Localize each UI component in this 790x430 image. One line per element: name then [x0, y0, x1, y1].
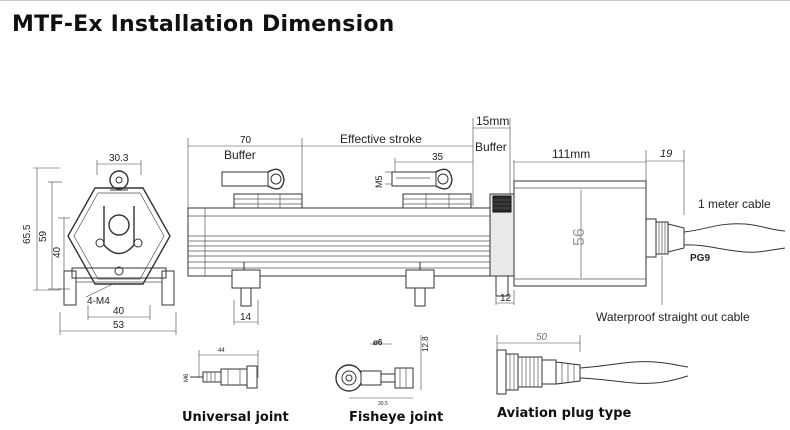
page-title: MTF-Ex Installation Dimension [12, 12, 395, 37]
dim-70: 70 [240, 135, 252, 146]
top-roller [109, 170, 129, 190]
dim-phi6: ø6 [373, 338, 383, 347]
dim-65-5: 65.5 [22, 224, 33, 244]
label-1-meter-cable: 1 meter cable [698, 197, 771, 211]
dim-m5: M5 [374, 175, 384, 188]
label-buffer-left: Buffer [224, 148, 256, 162]
dim-30-3: 30.3 [109, 153, 129, 164]
dim-12: 12 [500, 293, 512, 304]
dim-59: 59 [38, 230, 49, 242]
end-view: 30.3 65.5 59 40 4-M4 [22, 153, 177, 335]
dim-m6-small: M6 [184, 373, 190, 382]
caption-aviation-plug: Aviation plug type [497, 406, 632, 421]
dim-19: 19 [660, 148, 672, 160]
electronics-head [513, 180, 647, 287]
fisheye-joint: ø6 12.8 30.5 Fisheye joint [335, 335, 443, 425]
side-view: 70 Buffer Effective stroke 15mm Buffer 3… [187, 114, 786, 325]
dim-44: 44 [218, 348, 225, 354]
dim-14: 14 [240, 312, 252, 323]
dim-15mm: 15mm [476, 114, 509, 128]
dim-40-vertical: 40 [52, 246, 63, 258]
label-effective-stroke: Effective stroke [340, 132, 422, 146]
label-waterproof-cable: Waterproof straight out cable [596, 310, 750, 324]
label-buffer-right: Buffer [475, 140, 507, 154]
dim-12-8: 12.8 [421, 336, 430, 352]
main-extrusion [187, 207, 514, 277]
dim-30-5: 30.5 [378, 401, 388, 407]
label-pg9: PG9 [690, 253, 710, 264]
dim-53: 53 [113, 320, 125, 331]
dim-35: 35 [432, 152, 444, 163]
dim-56: 56 [571, 228, 588, 246]
dim-111mm: 111mm [552, 147, 590, 161]
end-view-body [67, 187, 171, 285]
top-border-line [0, 0, 790, 1]
universal-joint: 44 M6 Universal joint [182, 348, 289, 425]
aviation-plug: 50 Aviation plug type [496, 332, 689, 421]
dim-4-m4: 4-M4 [87, 296, 110, 307]
caption-universal-joint: Universal joint [182, 410, 289, 425]
dim-50: 50 [536, 332, 548, 343]
caption-fisheye-joint: Fisheye joint [349, 410, 443, 425]
dim-40-horizontal: 40 [113, 306, 125, 317]
